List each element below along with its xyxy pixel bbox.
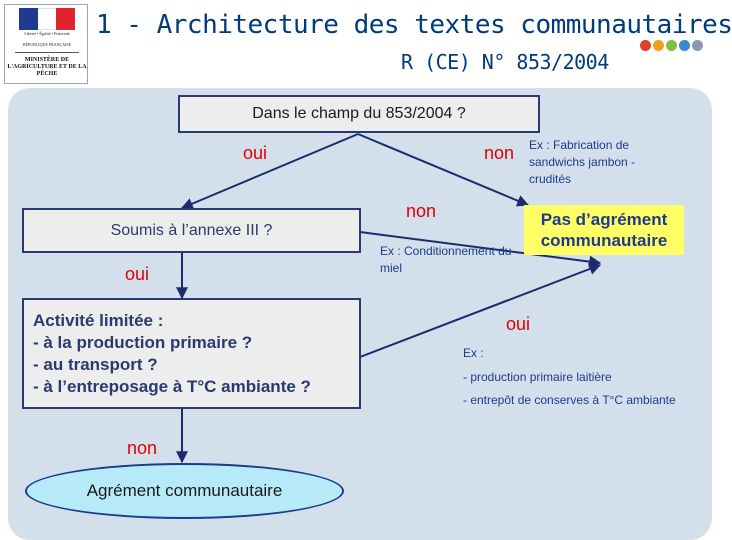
example-q1-no: Ex : Fabrication de sandwichs jambon - c… <box>529 138 636 186</box>
french-flag-icon <box>19 8 75 30</box>
question-activity-lines: Activité limitée : - à la production pri… <box>33 310 311 398</box>
result-approval-text: Agrément communautaire <box>86 481 283 500</box>
decorative-dot <box>692 40 703 51</box>
answer-q3-yes: oui <box>506 314 531 334</box>
question-activity-line: - à l’entreposage à T°C ambiante ? <box>33 376 311 396</box>
question-annex-text: Soumis à l’annexe III ? <box>110 221 273 239</box>
logo-republic: RÉPUBLIQUE FRANÇAISE <box>22 42 72 47</box>
connector-q2-no <box>359 231 602 268</box>
question-activity-line: Activité limitée : <box>33 310 164 330</box>
logo-ministry-name: MINISTÈRE DE L'AGRICULTURE ET DE LA PÊCH… <box>7 57 87 77</box>
answer-q2-yes: oui <box>125 264 150 284</box>
question-activity-line: - à la production primaire ? <box>33 332 253 352</box>
logo-divider <box>15 52 79 53</box>
answer-q3-no: non <box>127 438 158 458</box>
page-title: 1 - Architecture des textes communautair… <box>96 10 732 40</box>
ministry-logo: Liberté • Égalité • Fraternité RÉPUBLIQU… <box>4 4 88 84</box>
logo-motto: Liberté • Égalité • Fraternité <box>24 31 70 36</box>
question-scope-text: Dans le champ du 853/2004 ? <box>252 105 466 122</box>
question-activity-box: Activité limitée : - à la production pri… <box>22 298 361 409</box>
result-approval-box: Agrément communautaire <box>25 463 344 519</box>
connector-q3-yes <box>359 263 602 358</box>
decorative-dot <box>666 40 677 51</box>
question-annex-box: Soumis à l’annexe III ? <box>22 208 361 253</box>
example-q3-yes-item: - production primaire laitière <box>463 370 612 384</box>
example-q3-yes-item: - entrepôt de conserves à T°C ambiante <box>463 393 676 407</box>
example-q3-yes-head: Ex : <box>463 346 484 360</box>
question-activity-line: - au transport ? <box>33 354 158 374</box>
decorative-dot <box>640 40 651 51</box>
decorative-dot <box>679 40 690 51</box>
answer-q1-yes: oui <box>243 143 268 163</box>
connector-q1-yes <box>180 133 359 210</box>
connector-q1-no <box>357 133 530 207</box>
decorative-dot <box>653 40 664 51</box>
result-no-approval-box: Pas d’agrément communautaire <box>524 205 684 255</box>
answer-q1-no: non <box>484 143 515 163</box>
answer-q2-no: non <box>406 201 437 221</box>
result-no-approval-text: Pas d’agrément communautaire <box>540 210 668 250</box>
page-subtitle: R (CE) N° 853/2004 <box>401 50 609 74</box>
question-scope-box: Dans le champ du 853/2004 ? <box>178 95 540 133</box>
example-q2-no: Ex : Conditionnement du miel <box>380 244 512 275</box>
